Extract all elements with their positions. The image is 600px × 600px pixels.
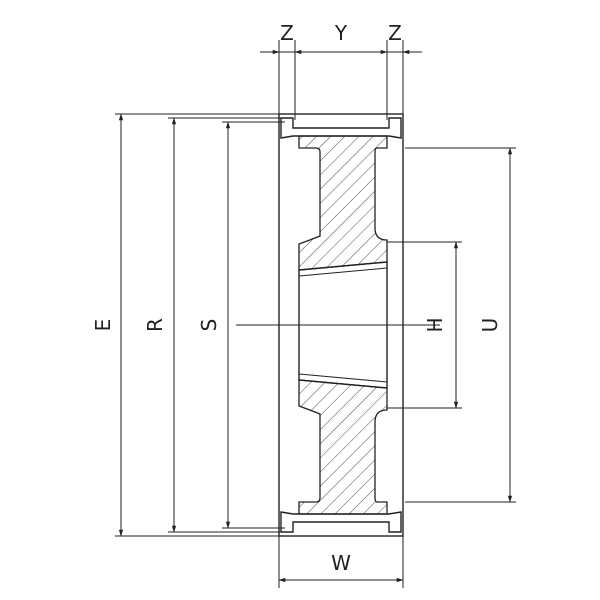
label-z-left: Z bbox=[280, 21, 294, 45]
bottom-dimension-w bbox=[278, 536, 404, 588]
label-z-right: Z bbox=[388, 21, 402, 45]
left-dimensions bbox=[115, 113, 285, 537]
top-dimension-zyz bbox=[260, 40, 422, 130]
pulley-body bbox=[278, 113, 404, 537]
label-s: S bbox=[197, 319, 221, 332]
label-y: Y bbox=[334, 21, 348, 45]
label-e: E bbox=[91, 319, 115, 332]
label-u: U bbox=[478, 318, 502, 333]
label-w: W bbox=[331, 551, 351, 575]
right-dimensions bbox=[387, 147, 516, 503]
label-r: R bbox=[143, 318, 167, 332]
label-h: H bbox=[423, 317, 447, 332]
